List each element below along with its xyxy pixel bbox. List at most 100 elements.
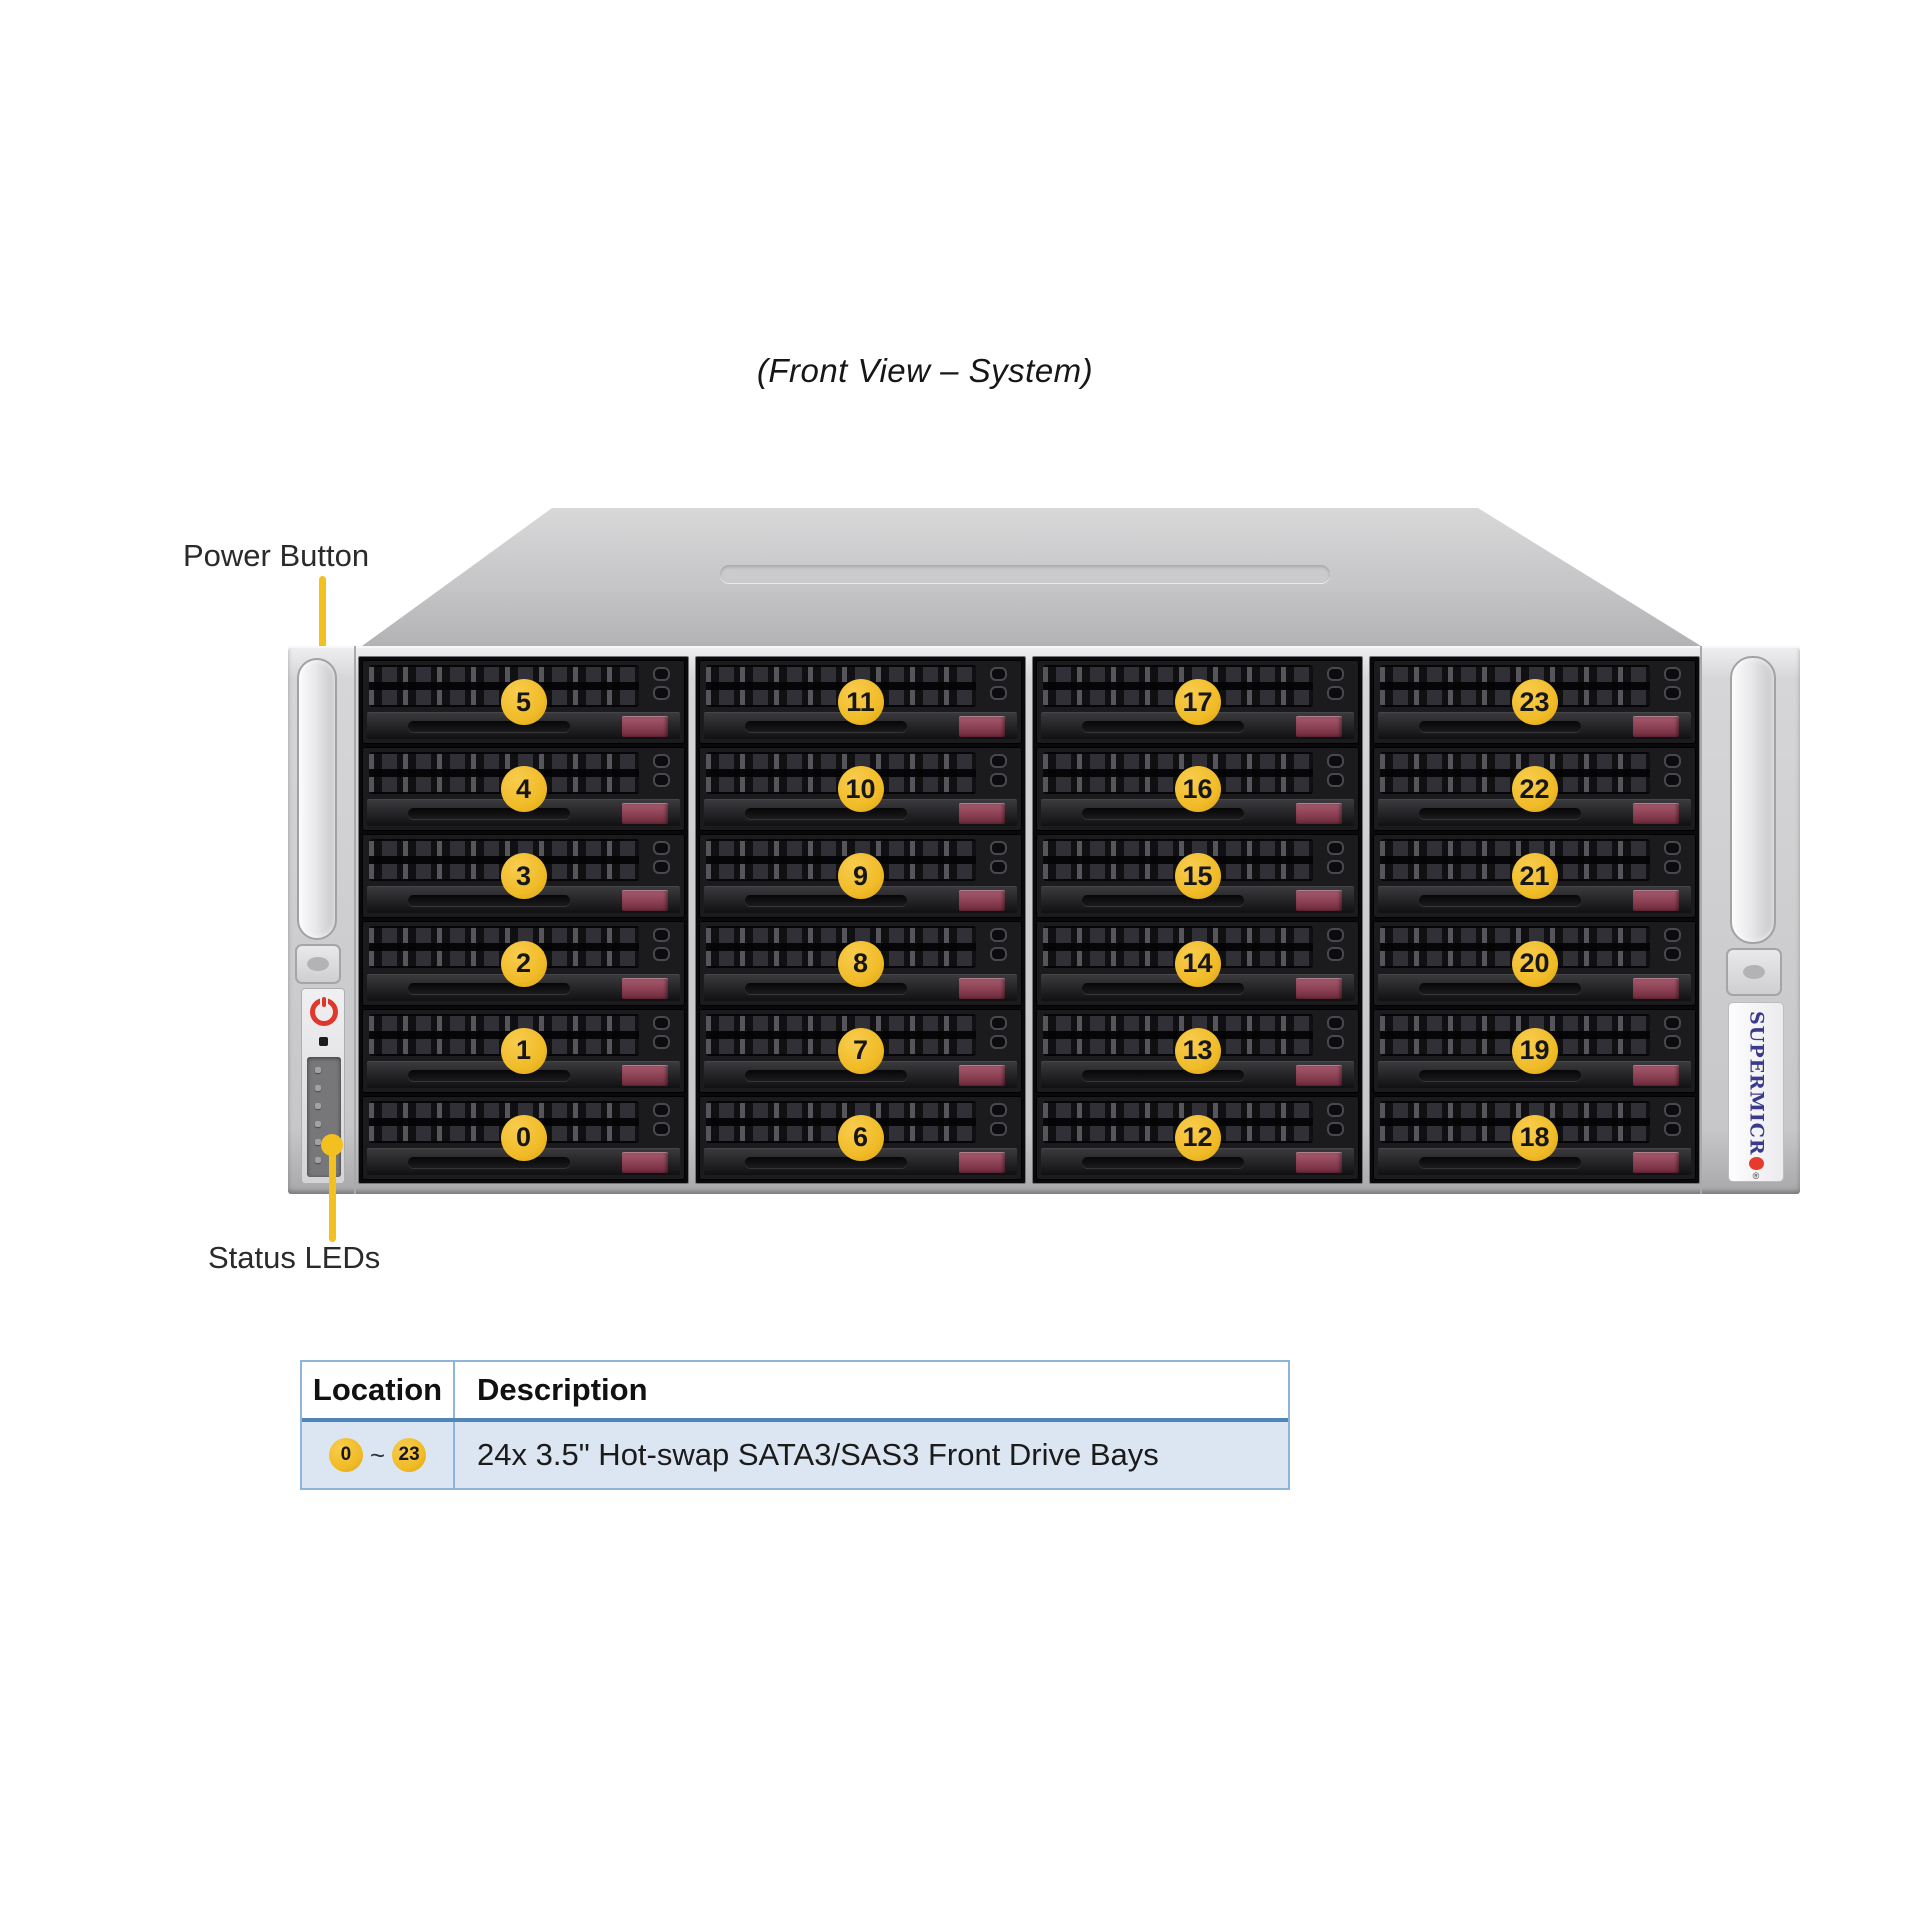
top-cover-recess — [720, 565, 1330, 583]
tray-handle-groove — [407, 1069, 571, 1081]
tray-handle-groove — [407, 895, 571, 907]
drive-bay-tray: 5 — [362, 660, 685, 745]
drive-bay-number-badge: 3 — [500, 853, 547, 900]
tray-status-led — [1326, 860, 1344, 875]
status-led-icon — [315, 1157, 321, 1163]
drive-bay-tray: 11 — [699, 660, 1022, 745]
status-led-icon — [315, 1085, 321, 1091]
drive-bay-tray: 4 — [362, 747, 685, 832]
description-cell: 24x 3.5" Hot-swap SATA3/SAS3 Front Drive… — [477, 1437, 1159, 1472]
tray-release-latch — [959, 890, 1005, 912]
drive-bay-number-badge: 22 — [1511, 766, 1558, 813]
tray-release-handle — [367, 1147, 680, 1175]
drive-bay-tray: 1 — [362, 1008, 685, 1093]
tray-status-led — [1663, 686, 1681, 700]
tray-handle-groove — [744, 721, 908, 733]
tray-release-latch — [959, 977, 1005, 999]
tray-handle-groove — [1081, 808, 1245, 820]
tray-led-group — [984, 754, 1012, 794]
drive-bay-number-badge: 6 — [837, 1114, 884, 1161]
right-handle-hinge — [1726, 948, 1782, 996]
tray-led-group — [984, 928, 1012, 968]
tray-handle-groove — [744, 1156, 908, 1168]
tray-activity-led — [1663, 667, 1681, 681]
tray-release-latch — [1633, 716, 1679, 738]
tray-activity-led — [1326, 841, 1344, 856]
tray-status-led — [1326, 1121, 1344, 1136]
tray-led-group — [647, 928, 675, 968]
location-range-separator: ~ — [369, 1439, 386, 1470]
spec-table-header-row: Location Description — [302, 1362, 1288, 1422]
drive-bay-tray: 23 — [1373, 660, 1696, 745]
tray-activity-led — [1326, 754, 1344, 769]
tray-release-handle — [367, 712, 680, 740]
drive-bay-number-badge: 18 — [1511, 1114, 1558, 1161]
tray-status-led — [989, 1034, 1007, 1049]
drive-bay-tray: 10 — [699, 747, 1022, 832]
drive-bay-tray: 12 — [1036, 1095, 1359, 1180]
tray-release-latch — [1633, 803, 1679, 825]
tray-status-led — [652, 1034, 670, 1049]
tray-release-latch — [1633, 1064, 1679, 1086]
drive-bay-number-badge: 11 — [837, 679, 884, 726]
tray-release-latch — [1633, 1151, 1679, 1173]
tray-release-latch — [1296, 716, 1342, 738]
drive-bay-number-badge: 21 — [1511, 853, 1558, 900]
supermicro-logo-text: SUPERMICR — [1745, 1011, 1768, 1156]
drive-bay-number-badge: 4 — [500, 766, 547, 813]
drive-bay-tray: 6 — [699, 1095, 1022, 1180]
tray-activity-led — [1663, 928, 1681, 943]
tray-release-latch — [622, 890, 668, 912]
tray-handle-groove — [744, 895, 908, 907]
tray-handle-groove — [744, 1069, 908, 1081]
tray-status-led — [1663, 773, 1681, 788]
tray-status-led — [1663, 1121, 1681, 1136]
drive-bay-number-badge: 12 — [1174, 1114, 1221, 1161]
drive-bay-tray: 20 — [1373, 921, 1696, 1006]
tray-release-latch — [622, 977, 668, 999]
status-led-icon — [315, 1067, 321, 1073]
tray-handle-groove — [1418, 982, 1582, 994]
tray-release-latch — [622, 803, 668, 825]
front-control-panel — [301, 988, 345, 1184]
tray-activity-led — [1663, 1102, 1681, 1117]
tray-led-group — [1658, 667, 1686, 707]
tray-release-latch — [1296, 1151, 1342, 1173]
location-cell: 0 ~ 23 — [302, 1422, 455, 1488]
tray-activity-led — [652, 1015, 670, 1030]
tray-handle-groove — [1418, 721, 1582, 733]
tray-release-latch — [959, 803, 1005, 825]
tray-status-led — [652, 773, 670, 788]
tray-activity-led — [989, 754, 1007, 769]
tray-status-led — [989, 1121, 1007, 1136]
chassis-top-cover — [362, 508, 1701, 646]
drive-bay-number-badge: 1 — [500, 1027, 547, 1074]
tray-activity-led — [989, 841, 1007, 856]
drive-bay-tray: 19 — [1373, 1008, 1696, 1093]
tray-led-group — [1658, 841, 1686, 881]
tray-handle-groove — [1418, 808, 1582, 820]
tray-release-latch — [959, 716, 1005, 738]
tray-status-led — [1326, 1034, 1344, 1049]
tray-led-group — [984, 1015, 1012, 1056]
tray-activity-led — [1663, 754, 1681, 769]
location-end-badge: 23 — [392, 1438, 427, 1472]
drive-bay-tray: 16 — [1036, 747, 1359, 832]
tray-activity-led — [989, 1102, 1007, 1117]
drive-bay-number-badge: 8 — [837, 940, 884, 987]
tray-status-led — [989, 686, 1007, 700]
power-button-icon — [310, 998, 338, 1026]
tray-led-group — [984, 1102, 1012, 1143]
status-leds-callout-line — [329, 1146, 336, 1242]
status-led-icon — [315, 1103, 321, 1109]
tray-handle-groove — [1418, 1156, 1582, 1168]
tray-status-led — [652, 1121, 670, 1136]
drive-bay-tray: 7 — [699, 1008, 1022, 1093]
tray-status-led — [1326, 686, 1344, 700]
tray-led-group — [1321, 667, 1349, 707]
tray-status-led — [1326, 947, 1344, 962]
tray-handle-groove — [744, 808, 908, 820]
tray-handle-groove — [1081, 721, 1245, 733]
tray-handle-groove — [407, 982, 571, 994]
